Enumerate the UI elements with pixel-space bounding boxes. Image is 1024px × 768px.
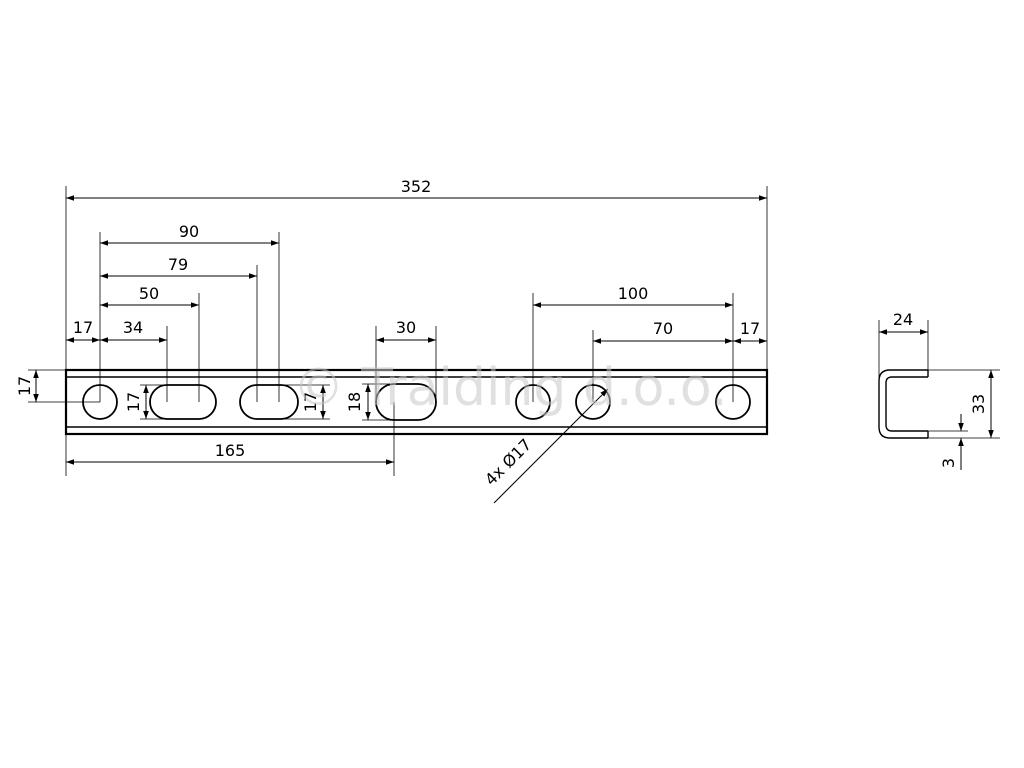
dim-height-17: 17: [15, 376, 34, 396]
dim-17-right: 17: [740, 319, 760, 338]
section-width: 24: [893, 310, 913, 329]
dim-34: 34: [123, 318, 143, 337]
c-profile-outer: [878, 369, 928, 439]
dim-slot-17b: 17: [301, 392, 320, 412]
dim-30: 30: [396, 318, 416, 337]
dim-slot-17a: 17: [124, 392, 143, 412]
vertical-dimensions: 17 17 17 18: [15, 370, 371, 420]
dim-70: 70: [653, 319, 673, 338]
dim-slot-18: 18: [345, 392, 364, 412]
dim-352: 352: [401, 177, 432, 196]
extension-lines: [28, 186, 768, 476]
section-height: 33: [969, 394, 988, 414]
slot-hole-2: [239, 384, 299, 420]
dim-50: 50: [139, 284, 159, 303]
dim-79: 79: [168, 255, 188, 274]
slot-hole-1: [149, 384, 217, 420]
dim-165: 165: [215, 441, 246, 460]
watermark: © Traiding d.o.o.: [293, 358, 728, 418]
section-view: 24 33 3: [878, 310, 1000, 470]
dim-17-left: 17: [73, 318, 93, 337]
section-thickness: 3: [939, 458, 958, 468]
dim-100: 100: [618, 284, 649, 303]
dim-90: 90: [179, 222, 199, 241]
c-profile-inner: [885, 376, 928, 432]
horizontal-dimensions: 352 90 79 50 17 34 30 100 70 17 165: [66, 177, 767, 465]
hole-callout-label: 4x Ø17: [481, 435, 535, 489]
